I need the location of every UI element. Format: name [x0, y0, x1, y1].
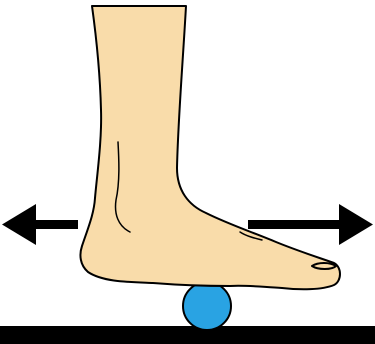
foot-outline: [80, 6, 340, 289]
left-arrowhead: [2, 204, 36, 245]
left-arrow: [2, 204, 78, 245]
right-arrowhead: [339, 204, 373, 245]
left-arrow-shaft: [34, 220, 78, 229]
floor: [0, 326, 375, 344]
foot: [80, 6, 340, 289]
massage-ball: [183, 282, 231, 330]
right-arrow-shaft: [248, 220, 343, 229]
